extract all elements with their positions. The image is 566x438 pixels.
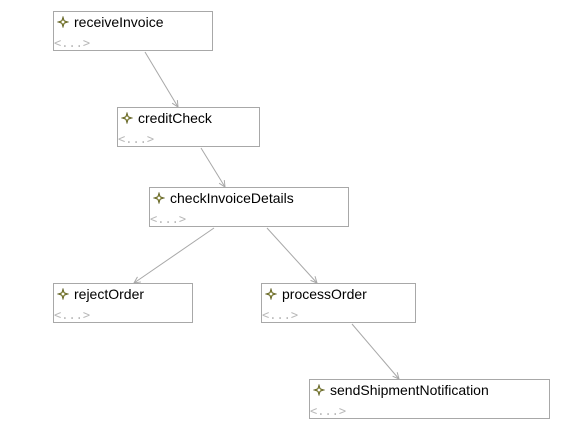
node-detail-placeholder: <...> (54, 308, 91, 322)
node-send-shipment-notification[interactable]: sendShipmentNotification <...> (309, 379, 550, 419)
node-reject-order[interactable]: rejectOrder <...> (53, 283, 193, 323)
node-label: sendShipmentNotification (330, 382, 489, 398)
node-receive-invoice[interactable]: receiveInvoice <...> (53, 11, 213, 51)
node-detail-placeholder: <...> (54, 36, 91, 50)
edge-receiveInvoice-to-creditCheck (144, 51, 179, 108)
node-detail-placeholder: <...> (118, 132, 155, 146)
node-detail-placeholder: <...> (150, 212, 187, 226)
node-label: processOrder (282, 286, 367, 302)
gear-icon (121, 112, 133, 124)
gear-icon (57, 288, 69, 300)
node-process-order[interactable]: processOrder <...> (261, 283, 416, 323)
arrowhead-checkInvoiceDetails (218, 179, 226, 188)
gear-icon (313, 384, 325, 396)
gear-icon (265, 288, 277, 300)
arrowhead-creditCheck (171, 99, 179, 108)
edge-checkInvoiceDetails-to-processOrder (266, 227, 318, 284)
node-detail-placeholder: <...> (262, 308, 299, 322)
gear-icon (153, 192, 165, 204)
node-label: checkInvoiceDetails (170, 190, 294, 206)
gear-icon (57, 16, 69, 28)
edge-checkInvoiceDetails-to-rejectOrder (133, 227, 215, 284)
edge-creditCheck-to-checkInvoiceDetails (200, 147, 226, 188)
node-credit-check[interactable]: creditCheck <...> (117, 107, 260, 147)
node-detail-placeholder: <...> (310, 404, 347, 418)
edge-processOrder-to-sendShipmentNotification (351, 323, 400, 380)
node-label: receiveInvoice (74, 14, 164, 30)
node-label: creditCheck (138, 110, 212, 126)
node-check-invoice-details[interactable]: checkInvoiceDetails <...> (149, 187, 349, 227)
node-label: rejectOrder (74, 286, 145, 302)
